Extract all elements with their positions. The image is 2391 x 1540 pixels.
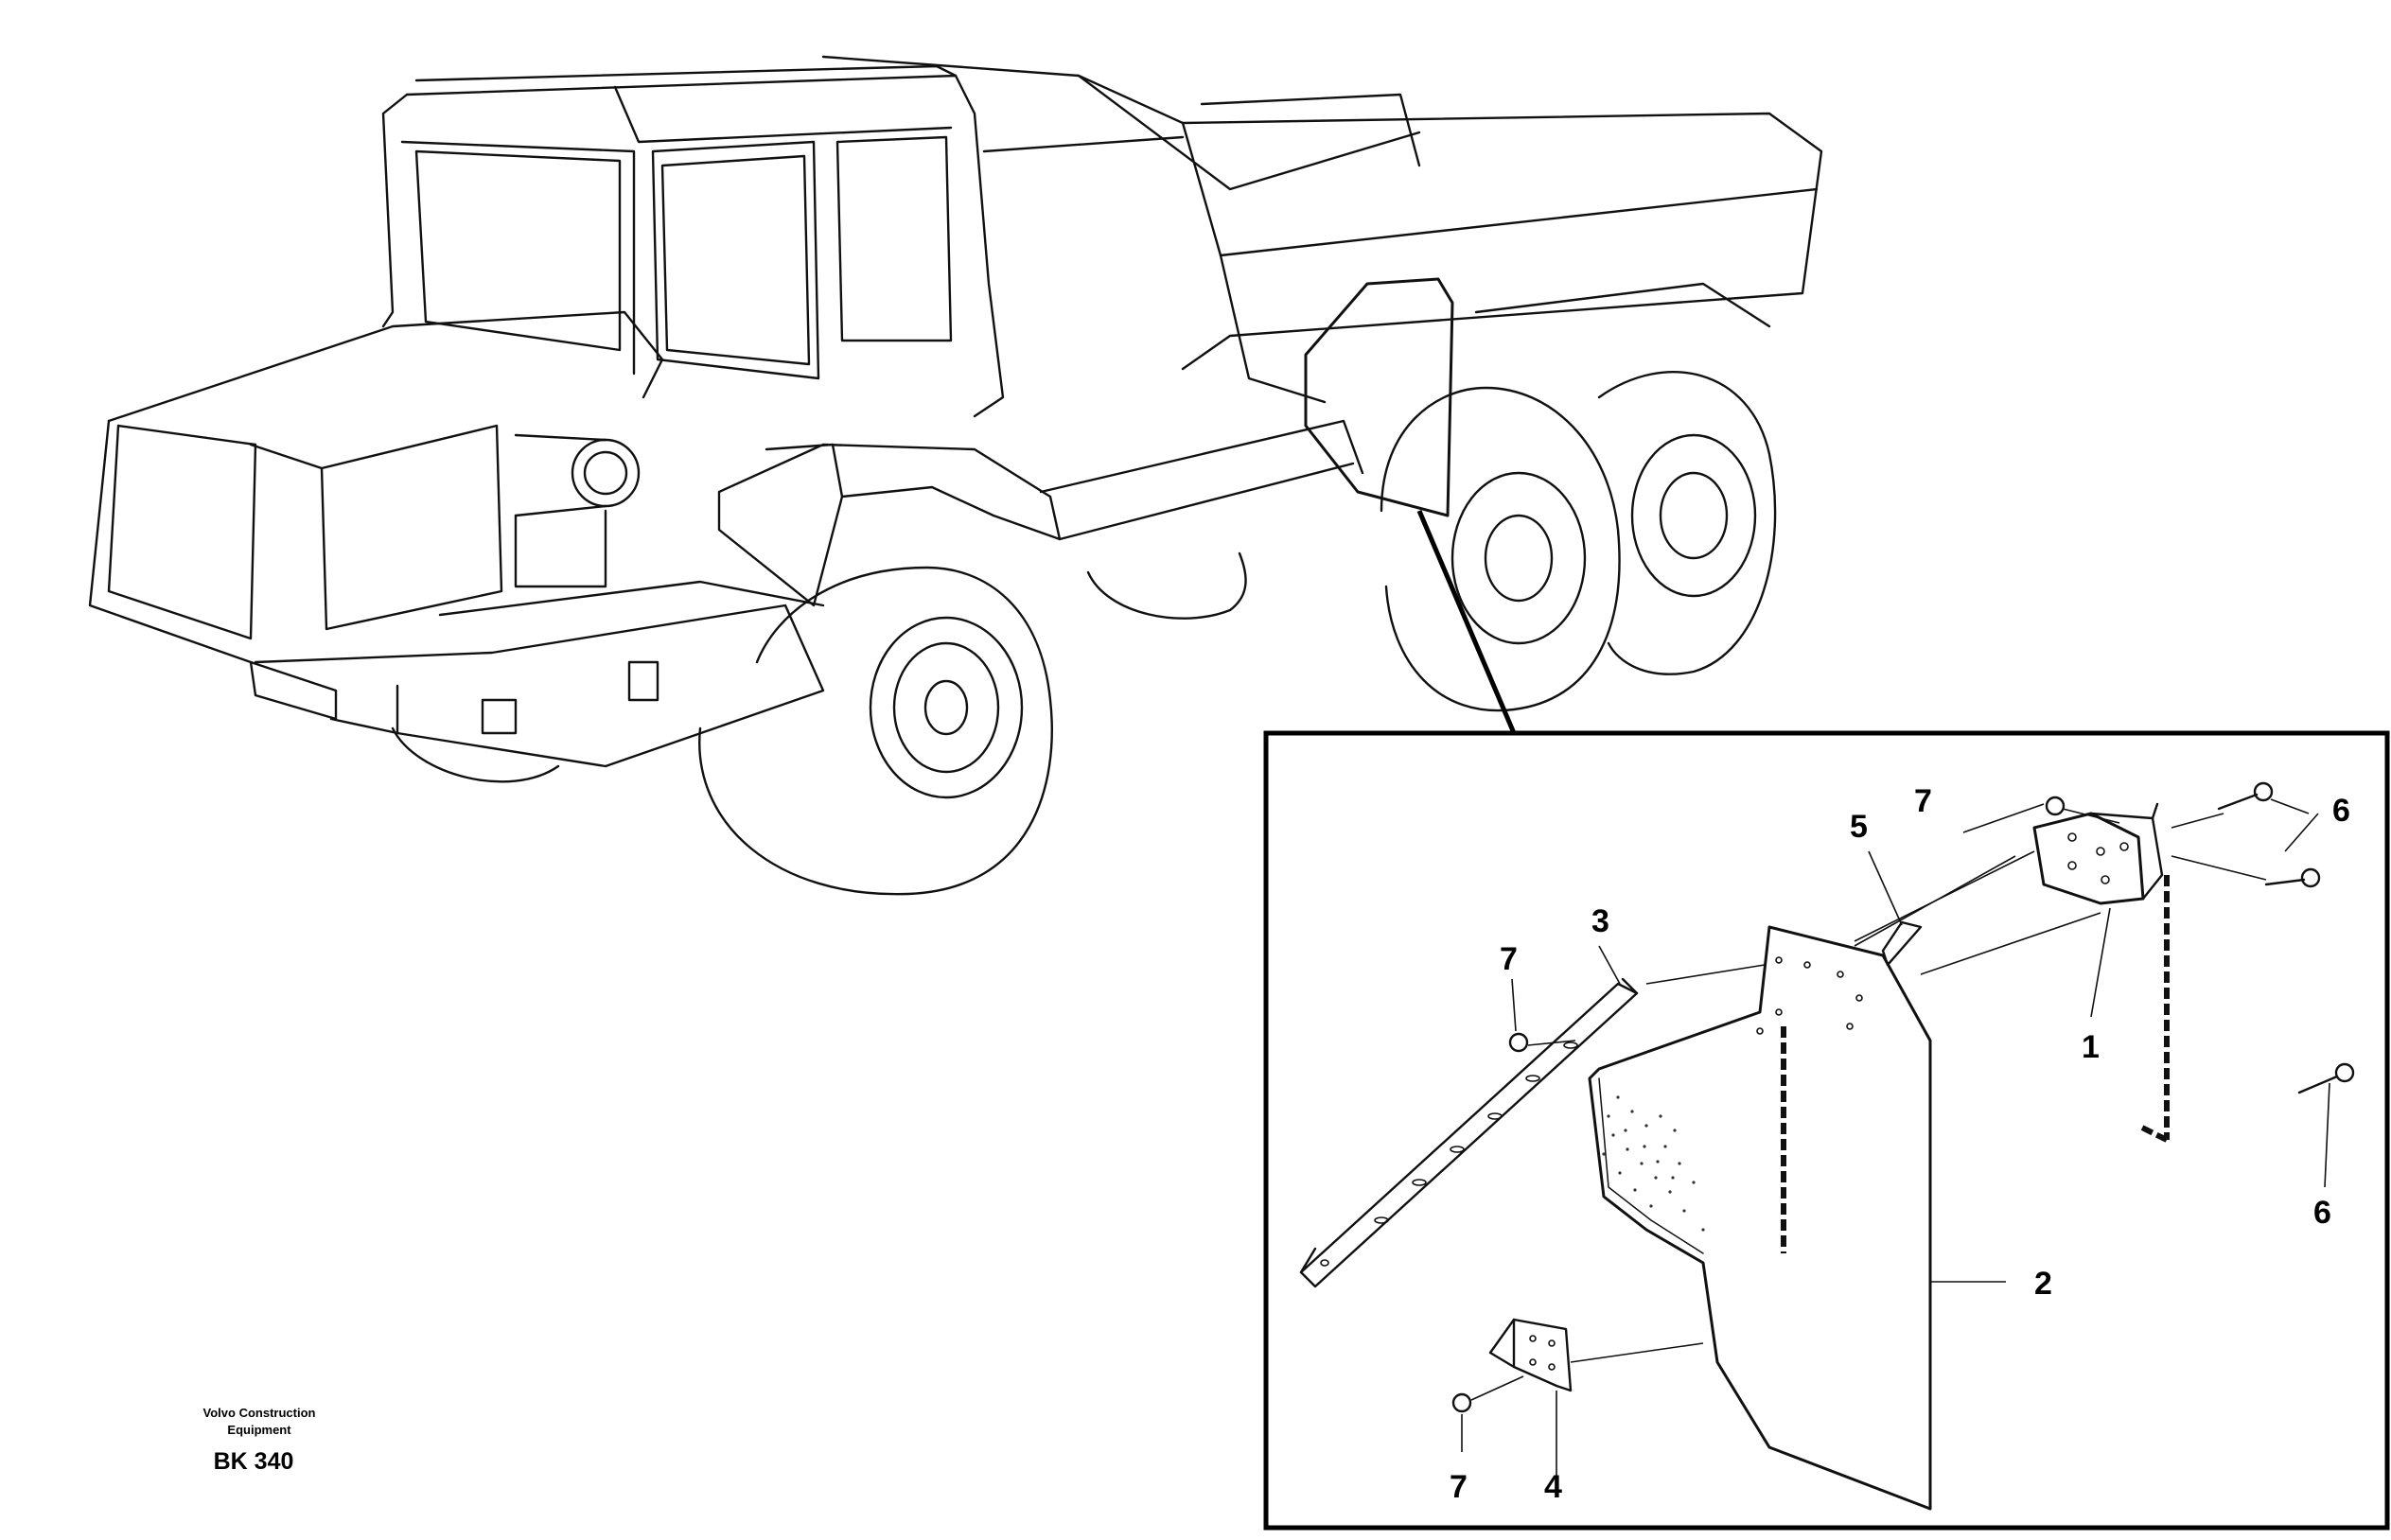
callout-7-middle: 7 xyxy=(1500,941,1518,977)
part-3-strip xyxy=(1299,977,1639,1288)
callout-7-bottom: 7 xyxy=(1450,1469,1468,1505)
caption-code: BK 340 xyxy=(214,1448,294,1475)
callout-5: 5 xyxy=(1850,809,1868,845)
part-5-strip xyxy=(1881,920,1923,967)
detail-view-frame xyxy=(1263,730,2390,1531)
callout-4: 4 xyxy=(1544,1469,1562,1505)
part-6-screws xyxy=(2217,781,2355,1094)
callout-labels: 1 2 3 4 5 6 6 7 7 7 xyxy=(1450,783,2350,1505)
part-4-bracket xyxy=(1488,1318,1573,1392)
callout-2: 2 xyxy=(2034,1266,2052,1302)
caption-company-line1: Volvo Construction xyxy=(203,1406,316,1420)
part-2-mudflap xyxy=(1588,925,1932,1511)
assembly-lines xyxy=(1470,798,2310,1401)
leader-lines xyxy=(1461,803,2330,1476)
part-1-bracket xyxy=(2032,802,2170,1143)
callout-6-top: 6 xyxy=(2332,793,2350,829)
callout-6-bottom: 6 xyxy=(2313,1195,2331,1231)
caption-block: Volvo Construction Equipment BK 340 xyxy=(203,1406,316,1475)
callout-7-top: 7 xyxy=(1914,783,1932,819)
caption-company-line2: Equipment xyxy=(227,1423,291,1437)
callout-3: 3 xyxy=(1591,903,1609,939)
articulated-hauler-drawing xyxy=(88,55,1823,896)
part-7-nuts xyxy=(1451,796,2066,1413)
callout-1: 1 xyxy=(2082,1029,2100,1065)
